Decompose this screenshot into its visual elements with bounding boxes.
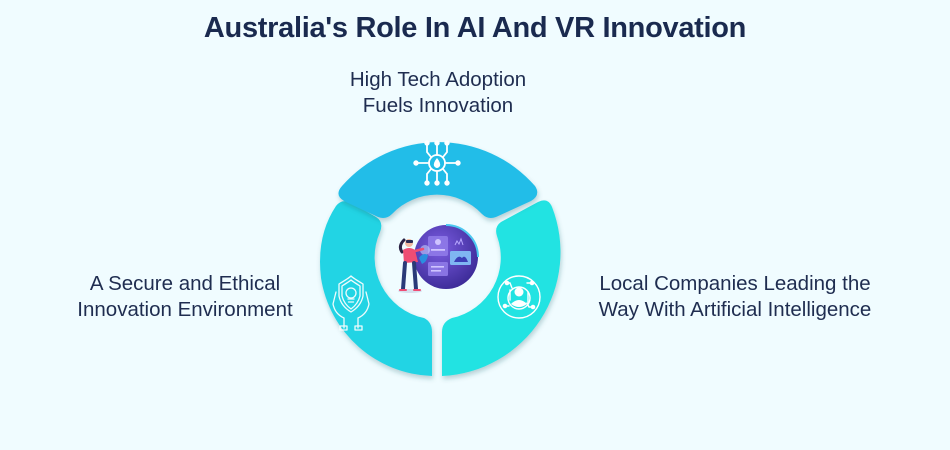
network-droplet-icon <box>413 140 461 186</box>
label-line: Innovation Environment <box>77 298 293 321</box>
segment-right <box>442 200 561 376</box>
label-line: Local Companies Leading the <box>599 272 871 295</box>
label-line: Fuels Innovation <box>362 94 514 117</box>
segment-left <box>320 201 432 376</box>
label-secure-ethical: A Secure and Ethical Innovation Environm… <box>40 271 330 323</box>
label-line: Way With Artificial Intelligence <box>598 298 872 321</box>
page-title: Australia's Role In AI And VR Innovation <box>203 12 747 44</box>
woman-vr-headset-interface-illustration <box>398 224 479 293</box>
label-local-companies: Local Companies Leading the Way With Art… <box>570 271 900 323</box>
label-line: A Secure and Ethical <box>89 272 281 295</box>
label-high-tech-adoption: High Tech Adoption Fuels Innovation <box>300 67 576 119</box>
shield-lightbulb-hands-icon <box>332 275 370 331</box>
label-line: High Tech Adoption <box>349 68 527 91</box>
user-circuit-icon <box>497 275 541 319</box>
